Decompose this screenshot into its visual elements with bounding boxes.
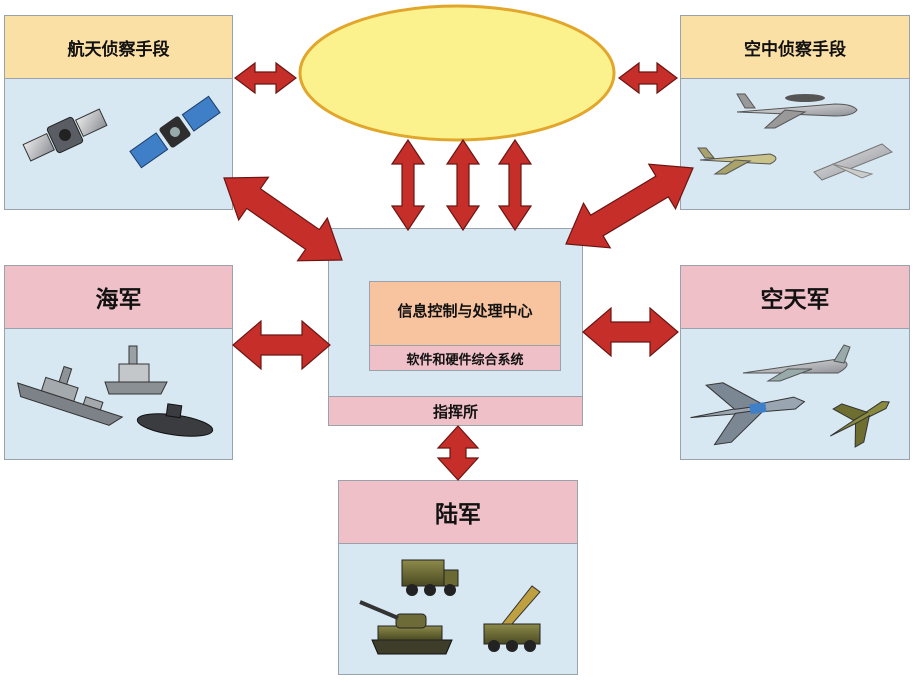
arrow-air-to-center bbox=[565, 163, 694, 249]
arrow-infospace-to-air bbox=[618, 61, 678, 95]
arrow-navy-to-center bbox=[232, 319, 331, 371]
arrow-infospace-center-3 bbox=[497, 138, 533, 232]
arrow-infospace-center-2 bbox=[445, 138, 481, 232]
air-recon-box: 空中侦察手段 bbox=[680, 15, 910, 210]
arrow-space-to-infospace bbox=[234, 61, 297, 95]
navy-label: 海军 bbox=[95, 287, 142, 313]
space-recon-label: 航天侦察手段 bbox=[67, 39, 170, 60]
aerospace-header: 空天军 bbox=[681, 266, 909, 329]
systems-label: 软件和硬件综合系统 bbox=[406, 352, 524, 368]
jet-icon bbox=[813, 143, 893, 181]
air-recon-label: 空中侦察手段 bbox=[744, 39, 846, 60]
aerospace-box: 空天军 bbox=[680, 265, 910, 460]
army-header: 陆军 bbox=[339, 481, 577, 544]
satellite-icon bbox=[22, 108, 108, 162]
navy-header: 海军 bbox=[5, 266, 232, 329]
info-space-ellipse bbox=[298, 4, 616, 142]
arrow-center-to-aerospace bbox=[582, 306, 679, 358]
warship-icon bbox=[104, 345, 168, 395]
awacs-plane-icon bbox=[736, 93, 858, 129]
fighter-jet-icon bbox=[830, 401, 890, 448]
fighter-jet-icon bbox=[690, 382, 806, 446]
arrows bbox=[223, 61, 694, 481]
systems-bar: 软件和硬件综合系统 bbox=[370, 345, 560, 370]
arrow-space-to-center bbox=[223, 176, 343, 262]
submarine-icon bbox=[136, 403, 214, 437]
info-center-label: 信息控制与处理中心 bbox=[397, 302, 533, 320]
warship-icon bbox=[17, 365, 124, 426]
aerospace-label: 空天军 bbox=[760, 287, 830, 313]
info-center-panel: 信息控制与处理中心 软件和硬件综合系统 bbox=[369, 281, 561, 371]
satellite-icon bbox=[129, 95, 221, 169]
jet-icon bbox=[742, 344, 851, 382]
army-label: 陆军 bbox=[435, 502, 481, 528]
arrow-command-to-army bbox=[436, 425, 480, 481]
space-recon-header: 航天侦察手段 bbox=[5, 16, 232, 79]
rocket-launcher-icon bbox=[483, 585, 541, 652]
air-recon-header: 空中侦察手段 bbox=[681, 16, 909, 79]
tank-icon bbox=[359, 600, 453, 655]
arrow-infospace-center-1 bbox=[390, 138, 426, 232]
center-box: 信息控制与处理中心 软件和硬件综合系统 指挥所 bbox=[328, 228, 583, 426]
jet-icon bbox=[697, 147, 777, 175]
command-post-bar: 指挥所 bbox=[329, 396, 582, 425]
command-post-label: 指挥所 bbox=[432, 402, 478, 421]
military-truck-icon bbox=[401, 559, 459, 596]
